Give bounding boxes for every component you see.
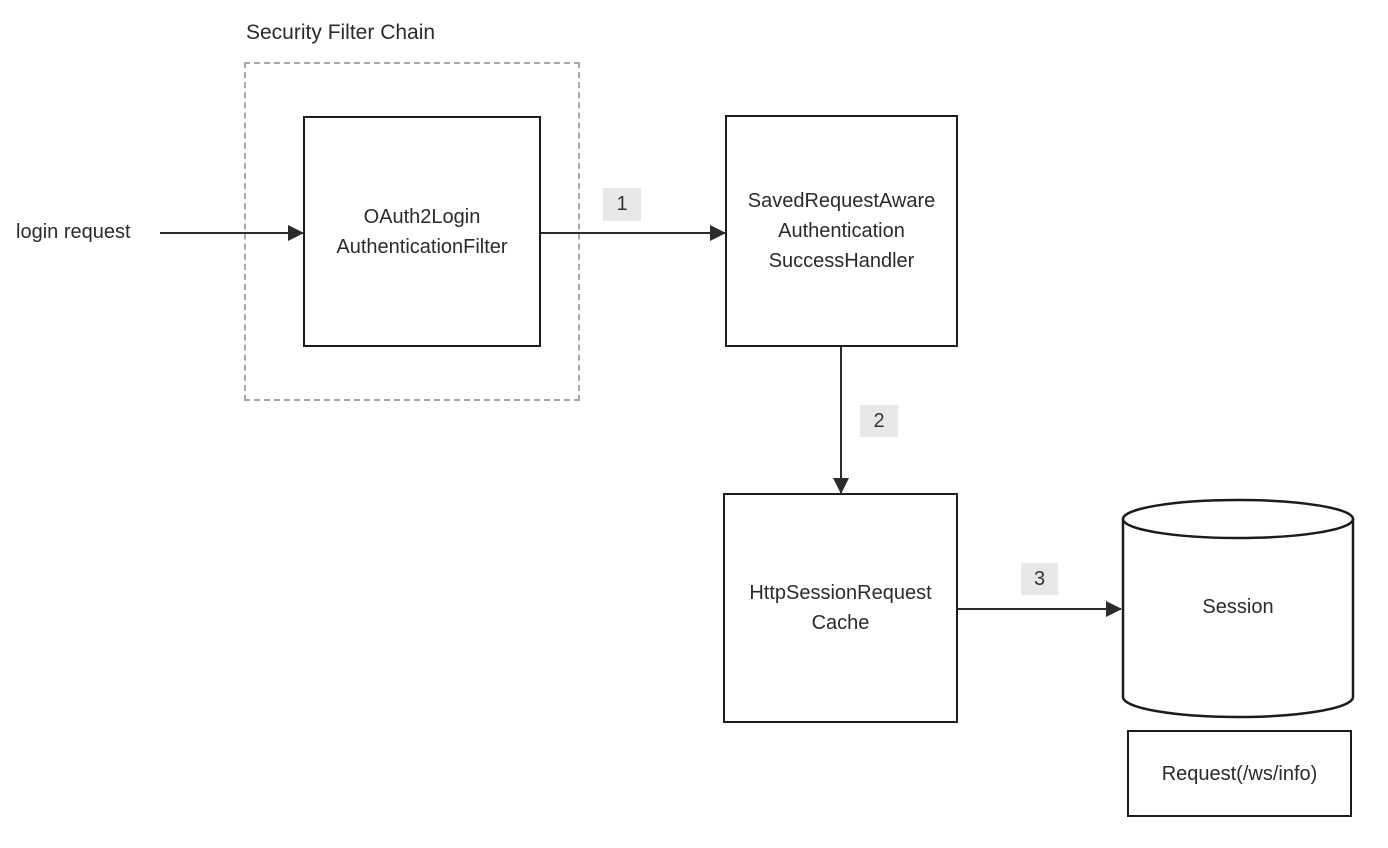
edge-3-badge: 3	[1021, 563, 1058, 595]
edge-2-badge: 2	[860, 405, 898, 437]
edge-2-arrow	[833, 347, 849, 494]
session-label: Session	[1202, 596, 1274, 618]
node-request-ws-info: Request(/ws/info)	[1127, 730, 1352, 817]
node-http-session-request-cache: HttpSessionRequest Cache	[723, 493, 958, 723]
node-oauth2-login-authentication-filter: OAuth2Login AuthenticationFilter	[303, 116, 541, 347]
edge-1-badge: 1	[603, 188, 641, 221]
node-saved-request-aware-authentication-success-handler: SavedRequestAware Authentication Success…	[725, 115, 958, 347]
database-cylinder-icon	[1121, 498, 1355, 719]
edge-login-request-arrow	[160, 225, 304, 241]
security-filter-chain-group-box	[244, 62, 580, 401]
edge-3-arrow	[958, 601, 1122, 617]
login-request-label: login request	[16, 221, 131, 243]
node-session-cylinder: Session	[1121, 498, 1355, 720]
security-filter-chain-label: Security Filter Chain	[246, 21, 436, 44]
edge-1-arrow	[541, 225, 726, 241]
